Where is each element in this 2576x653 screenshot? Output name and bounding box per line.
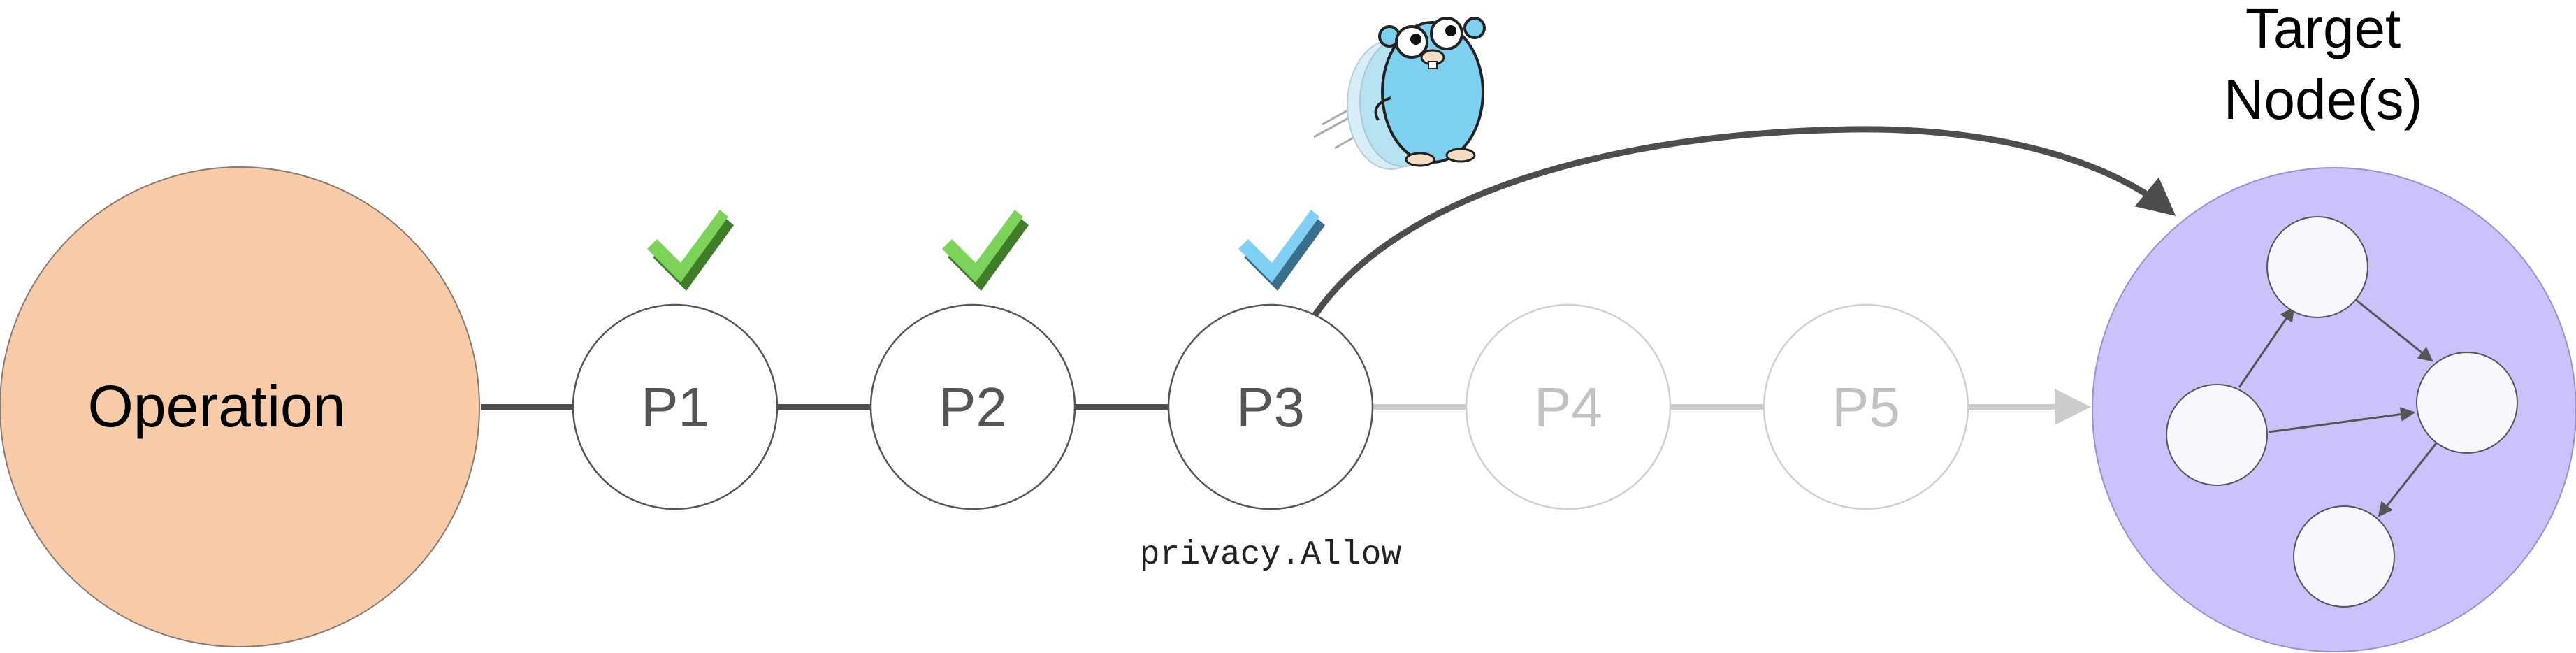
inner-node — [2293, 505, 2395, 608]
policy-node-p5: P5 — [1763, 303, 1969, 510]
policy-node-p3: P3 — [1167, 303, 1374, 510]
policy-node-p2: P2 — [869, 303, 1076, 510]
policy-label-p5: P5 — [1832, 376, 1900, 438]
policy-label-p3: P3 — [1236, 376, 1305, 438]
gopher-running-icon — [1313, 17, 1486, 170]
inner-node — [2266, 216, 2368, 318]
policy-node-p1: P1 — [572, 303, 779, 510]
checkmark-green-icon — [942, 210, 1029, 291]
policy-label-p2: P2 — [939, 376, 1007, 438]
operation-node: Operation — [0, 166, 480, 647]
inner-edge — [2238, 306, 2295, 388]
operation-label: Operation — [88, 373, 346, 439]
checkmark-green-icon — [647, 210, 734, 291]
inner-node — [2166, 384, 2268, 486]
connector-p5-target-arrowhead — [2055, 389, 2091, 425]
target-title-line1: Target — [2245, 0, 2401, 59]
policy-node-p4: P4 — [1465, 303, 1672, 510]
policy-label-p4: P4 — [1534, 376, 1602, 438]
decision-arrow — [1312, 126, 2176, 317]
inner-edge — [2378, 443, 2438, 517]
inner-edge — [2354, 298, 2433, 362]
checkmark-blue-icon — [1238, 210, 1325, 291]
policy-label-p1: P1 — [641, 376, 709, 438]
inner-edge — [2268, 407, 2416, 433]
target-title-line2: Node(s) — [2224, 69, 2423, 131]
target-node — [2092, 167, 2576, 652]
decision-label: privacy.Allow — [1140, 536, 1402, 574]
inner-node — [2416, 352, 2518, 454]
chain-connectors — [481, 389, 2091, 425]
